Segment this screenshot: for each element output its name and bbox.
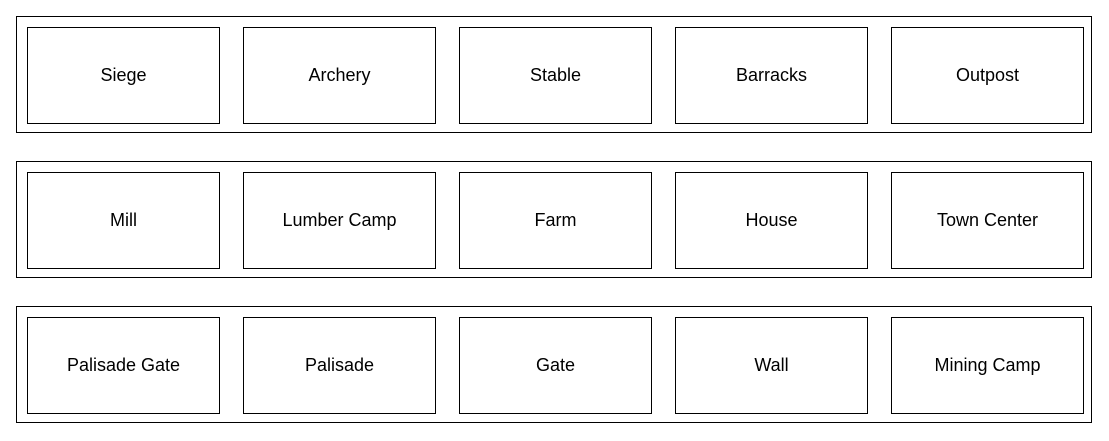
building-box-farm: Farm <box>459 172 652 269</box>
building-box-palisade: Palisade <box>243 317 436 414</box>
building-box-palisade-gate: Palisade Gate <box>27 317 220 414</box>
building-box-archery: Archery <box>243 27 436 124</box>
building-box-siege: Siege <box>27 27 220 124</box>
building-box-outpost: Outpost <box>891 27 1084 124</box>
building-box-wall: Wall <box>675 317 868 414</box>
building-box-stable: Stable <box>459 27 652 124</box>
building-group-1: Siege Archery Stable Barracks Outpost <box>16 16 1092 133</box>
building-box-lumber-camp: Lumber Camp <box>243 172 436 269</box>
building-box-mill: Mill <box>27 172 220 269</box>
building-box-town-center: Town Center <box>891 172 1084 269</box>
building-box-barracks: Barracks <box>675 27 868 124</box>
building-group-2: Mill Lumber Camp Farm House Town Center <box>16 161 1092 278</box>
building-group-3: Palisade Gate Palisade Gate Wall Mining … <box>16 306 1092 423</box>
building-box-house: House <box>675 172 868 269</box>
building-box-mining-camp: Mining Camp <box>891 317 1084 414</box>
building-box-gate: Gate <box>459 317 652 414</box>
